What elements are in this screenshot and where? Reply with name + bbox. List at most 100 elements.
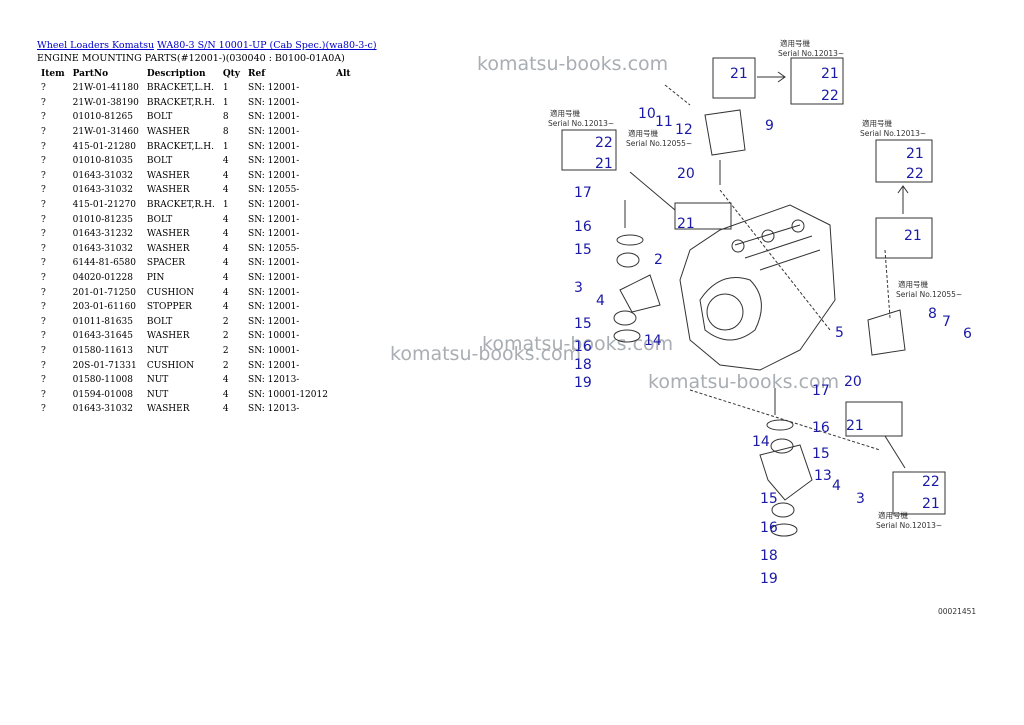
callout-22: 22 — [595, 135, 613, 151]
cell-description: BOLT — [146, 156, 173, 167]
cell-description: CUSHION — [146, 360, 195, 371]
breadcrumb-link-model[interactable]: WA80-3 S/N 10001-UP (Cab Spec.)(wa80-3-c… — [157, 40, 377, 51]
callout-22: 22 — [821, 88, 839, 104]
cell-item: ? — [41, 287, 46, 298]
cell-partno: 203-01-61160 — [72, 302, 136, 313]
cell-qty: 2 — [222, 345, 229, 356]
cell-alt — [332, 329, 355, 344]
cell-description: STOPPER — [146, 302, 192, 313]
callout-11: 11 — [655, 114, 673, 130]
cell-description: BRACKET,L.H. — [146, 83, 215, 94]
cell-partno: 01010-81265 — [72, 112, 133, 123]
cell-item: ? — [41, 185, 46, 196]
cell-item: ? — [41, 302, 46, 313]
cell-alt — [332, 198, 355, 213]
cell-partno: 01643-31032 — [72, 185, 133, 196]
serial-label: Serial No.12013~ — [548, 119, 614, 128]
watermark: komatsu-books.com — [648, 371, 840, 393]
callout-21: 21 — [821, 66, 839, 82]
cell-qty: 4 — [222, 375, 229, 386]
cell-description: WASHER — [146, 243, 190, 254]
cell-qty: 2 — [222, 331, 229, 342]
cell-ref: SN: 12001- — [248, 97, 300, 108]
cell-qty: 8 — [222, 127, 229, 138]
cell-item: ? — [41, 345, 46, 356]
cell-description: WASHER — [146, 229, 190, 240]
cell-partno: 01010-81235 — [72, 214, 133, 225]
cell-ref: SN: 10001-12012 — [248, 389, 328, 400]
cell-alt — [332, 242, 355, 257]
callout-10: 10 — [638, 106, 656, 122]
serial-label: Serial No.12013~ — [860, 129, 926, 138]
cell-ref: SN: 12001- — [248, 229, 300, 240]
table-row: ? 01643-31032 WASHER 4 SN: 12055- — [37, 183, 355, 198]
cell-ref: SN: 12001- — [248, 127, 300, 138]
cell-qty: 4 — [222, 243, 229, 254]
callout-3: 3 — [574, 280, 583, 296]
cell-description: BOLT — [146, 316, 173, 327]
jp-label: 適用号機 — [878, 510, 908, 520]
cell-item: ? — [41, 141, 46, 152]
cell-partno: 01011-81635 — [72, 316, 133, 327]
callout-21: 21 — [677, 216, 695, 232]
cell-ref: SN: 12055- — [248, 185, 300, 196]
cell-partno: 01643-31032 — [72, 404, 133, 415]
cell-partno: 415-01-21280 — [72, 141, 136, 152]
cell-description: BRACKET,R.H. — [146, 97, 215, 108]
cell-alt — [332, 256, 355, 271]
cell-partno: 6144-81-6580 — [72, 258, 136, 269]
callout-15: 15 — [760, 491, 778, 507]
cell-alt — [332, 139, 355, 154]
parts-table: Item PartNo Description Qty Ref Alt ?21W… — [37, 66, 355, 417]
serial-labels: 適用号機 Serial No.12013~ 適用号機 Serial No.120… — [548, 38, 976, 616]
cell-description: WASHER — [146, 404, 190, 415]
cell-alt — [332, 212, 355, 227]
bracket-assemblies — [613, 84, 906, 537]
serial-label: Serial No.12013~ — [778, 49, 844, 58]
cell-ref: SN: 12001- — [248, 200, 300, 211]
callout-21: 21 — [906, 146, 924, 162]
cell-partno: 01594-01008 — [72, 389, 133, 400]
callout-20: 20 — [677, 166, 695, 182]
cell-description: CUSHION — [146, 287, 195, 298]
jp-label: 適用号機 — [862, 118, 892, 128]
cell-qty: 2 — [222, 360, 229, 371]
cell-ref: SN: 12001- — [248, 112, 300, 123]
cell-qty: 1 — [222, 83, 229, 94]
cell-ref: SN: 12001- — [248, 316, 300, 327]
cell-description: NUT — [146, 345, 169, 356]
cell-alt — [332, 154, 355, 169]
cell-partno: 01643-31232 — [72, 229, 133, 240]
cell-alt — [332, 81, 355, 96]
callout-18: 18 — [574, 357, 592, 373]
cell-ref: SN: 12013- — [248, 375, 300, 386]
cell-description: NUT — [146, 375, 169, 386]
cell-qty: 4 — [222, 302, 229, 313]
callout-20: 20 — [844, 374, 862, 390]
cell-alt — [332, 285, 355, 300]
breadcrumb-link-manufacturer[interactable]: Wheel Loaders Komatsu — [37, 40, 155, 51]
jp-label: 適用号機 — [898, 279, 928, 289]
callout-21: 21 — [595, 156, 613, 172]
cell-partno: 01643-31032 — [72, 243, 133, 254]
cell-item: ? — [41, 273, 46, 284]
cell-alt — [332, 271, 355, 286]
callout-22: 22 — [906, 166, 924, 182]
breadcrumb: Wheel Loaders Komatsu WA80-3 S/N 10001-U… — [37, 40, 377, 51]
cell-description: WASHER — [146, 185, 190, 196]
cell-qty: 4 — [222, 389, 229, 400]
cell-item: ? — [41, 112, 46, 123]
cell-qty: 4 — [222, 185, 229, 196]
cell-item: ? — [41, 360, 46, 371]
cell-description: PIN — [146, 273, 165, 284]
cell-partno: 04020-01228 — [72, 273, 133, 284]
callout-2: 2 — [654, 252, 663, 268]
cell-qty: 4 — [222, 404, 229, 415]
callout-17: 17 — [574, 185, 592, 201]
col-alt: Alt — [335, 68, 351, 79]
